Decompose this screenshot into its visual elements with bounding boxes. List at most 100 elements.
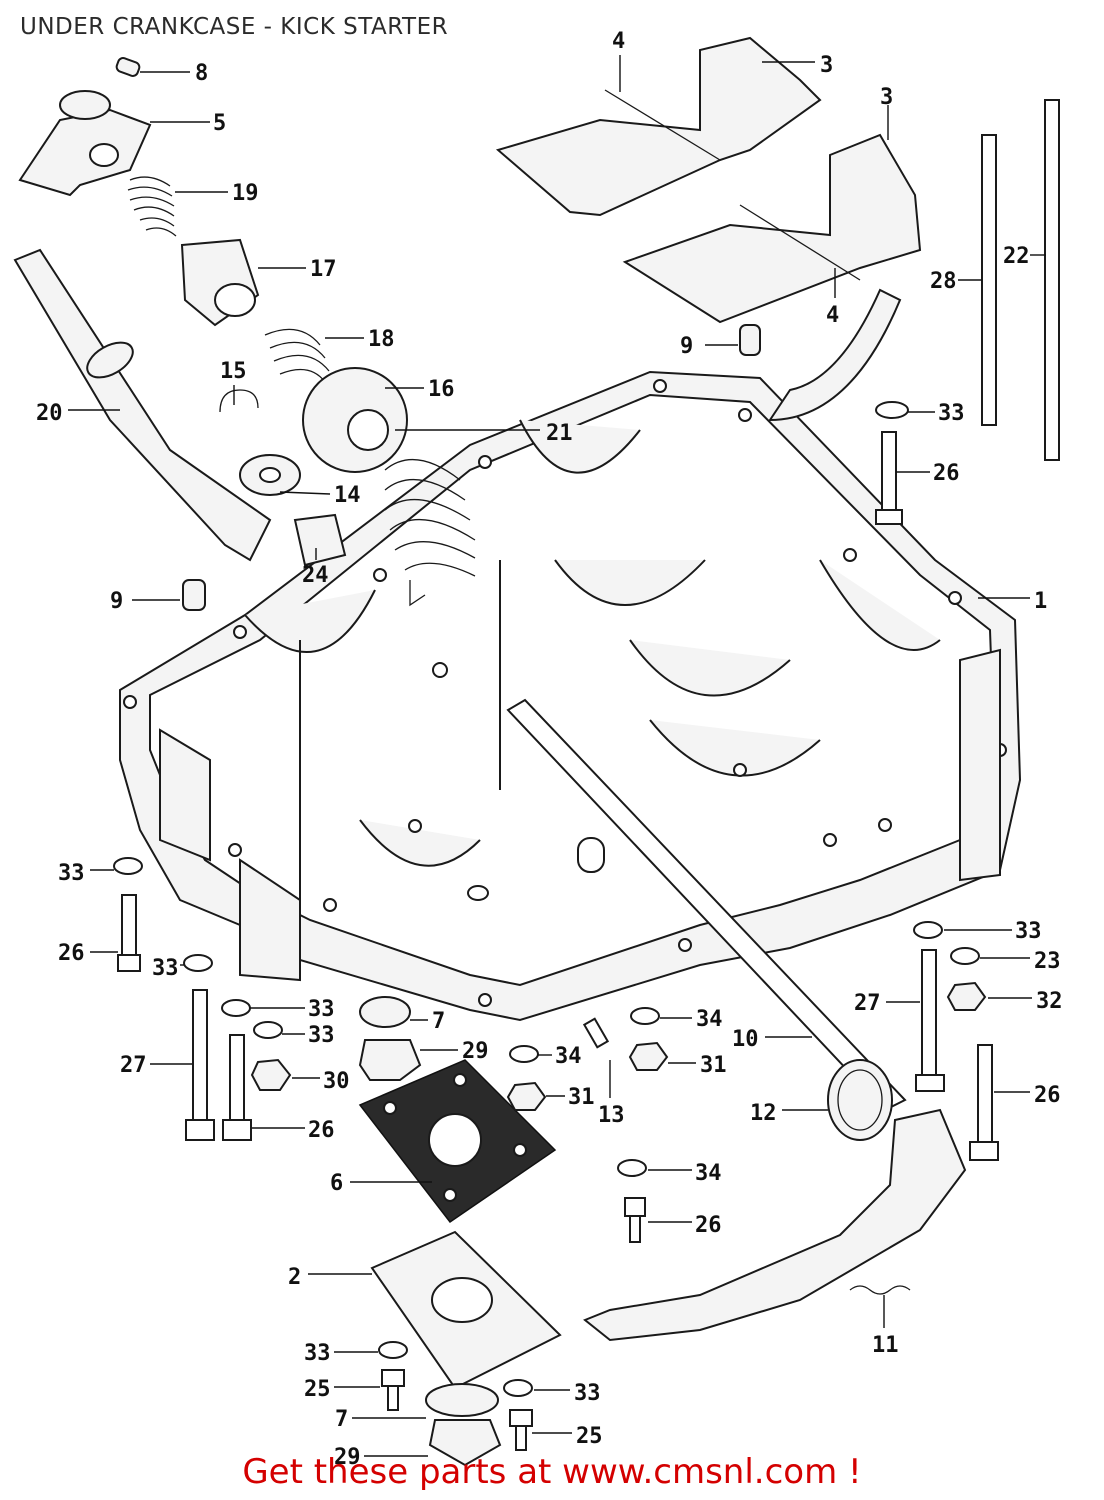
svg-text:29: 29 [462, 1039, 489, 1064]
callout-9-left: 9 [110, 589, 180, 614]
center-fasteners [467, 885, 669, 1111]
callout-33-right: 33 [944, 919, 1042, 944]
svg-text:7: 7 [432, 1009, 445, 1034]
svg-text:22: 22 [1003, 244, 1030, 269]
svg-text:34: 34 [696, 1007, 723, 1032]
kick-starter-assembly [13, 57, 476, 611]
svg-text:27: 27 [120, 1053, 147, 1078]
svg-text:6: 6 [330, 1171, 343, 1196]
svg-text:34: 34 [555, 1044, 582, 1069]
callout-12: 12 [750, 1101, 828, 1126]
callout-33-bottom-right: 33 [534, 1381, 601, 1406]
callout-10: 10 [732, 1027, 812, 1052]
callout-26-left: 26 [58, 941, 118, 966]
callout-14: 14 [279, 483, 361, 508]
svg-text:10: 10 [732, 1027, 759, 1052]
callout-labels: 8 5 19 17 18 16 15 20 14 21 24 9 4 3 3 4… [36, 29, 1063, 1470]
svg-text:20: 20 [36, 401, 63, 426]
svg-text:24: 24 [302, 563, 329, 588]
svg-text:29: 29 [334, 1445, 361, 1470]
parts-shop-link[interactable]: Get these parts at www.cmsnl.com ! [242, 1452, 862, 1492]
svg-text:3: 3 [880, 85, 893, 110]
svg-text:26: 26 [58, 941, 85, 966]
callout-33-right-top: 33 [908, 401, 965, 426]
svg-text:33: 33 [304, 1341, 331, 1366]
svg-text:14: 14 [334, 483, 361, 508]
lower-right-fasteners [617, 921, 999, 1243]
callout-27-left: 27 [120, 1053, 192, 1078]
oil-separator-plates [495, 36, 922, 422]
svg-text:7: 7 [335, 1407, 348, 1432]
bottom-cover-assembly [370, 1230, 562, 1467]
svg-text:23: 23 [1034, 949, 1061, 974]
callout-33-left-2: 33 [152, 956, 184, 981]
svg-text:28: 28 [930, 269, 957, 294]
callout-15: 15 [220, 359, 247, 405]
svg-text:27: 27 [854, 991, 881, 1016]
svg-text:18: 18 [368, 327, 395, 352]
svg-text:1: 1 [1034, 589, 1047, 614]
callout-33-left: 33 [58, 861, 114, 886]
svg-text:19: 19 [232, 181, 259, 206]
svg-text:5: 5 [213, 111, 226, 136]
svg-text:33: 33 [574, 1381, 601, 1406]
svg-text:26: 26 [695, 1213, 722, 1238]
svg-text:31: 31 [568, 1085, 595, 1110]
svg-text:25: 25 [304, 1377, 331, 1402]
lower-left-fasteners [113, 857, 292, 1141]
svg-text:3: 3 [820, 53, 833, 78]
callout-32: 32 [988, 989, 1063, 1014]
callout-4-second: 4 [826, 268, 839, 328]
callout-33-mid-2: 33 [282, 1023, 335, 1048]
callout-16: 16 [385, 377, 455, 402]
callout-33-bottom-left: 33 [304, 1341, 378, 1366]
callout-29-bottom: 29 [334, 1445, 428, 1470]
callout-26-right: 26 [994, 1083, 1061, 1108]
callout-26-right-top: 26 [896, 461, 960, 486]
svg-text:2: 2 [288, 1265, 301, 1290]
callout-31-center: 31 [546, 1085, 595, 1110]
svg-text:9: 9 [680, 334, 693, 359]
svg-text:30: 30 [323, 1069, 350, 1094]
svg-text:26: 26 [308, 1118, 335, 1143]
svg-text:26: 26 [1034, 1083, 1061, 1108]
callout-11: 11 [872, 1295, 899, 1358]
svg-text:16: 16 [428, 377, 455, 402]
svg-text:11: 11 [872, 1333, 899, 1358]
callout-28: 28 [930, 269, 982, 294]
callout-34-center: 34 [538, 1044, 582, 1069]
callout-25-right: 25 [532, 1424, 603, 1449]
svg-text:17: 17 [310, 257, 337, 282]
callout-1: 1 [978, 589, 1047, 614]
svg-text:26: 26 [933, 461, 960, 486]
callout-22: 22 [1003, 244, 1046, 269]
svg-text:13: 13 [598, 1103, 625, 1128]
callout-5: 5 [150, 111, 226, 136]
kick-shaft-and-lever [506, 698, 967, 1342]
callout-7-top: 7 [410, 1009, 445, 1034]
crankcase-studs [875, 99, 1060, 525]
callout-24: 24 [302, 548, 329, 588]
callout-9-right: 9 [680, 334, 738, 359]
svg-text:33: 33 [938, 401, 965, 426]
svg-text:21: 21 [546, 421, 573, 446]
svg-text:4: 4 [612, 29, 625, 54]
callout-21: 21 [395, 421, 573, 446]
callout-3-top: 3 [762, 53, 833, 78]
svg-text:33: 33 [152, 956, 179, 981]
svg-text:12: 12 [750, 1101, 777, 1126]
callout-31-right: 31 [668, 1053, 727, 1078]
svg-text:32: 32 [1036, 989, 1063, 1014]
callout-7-bottom: 7 [335, 1407, 426, 1432]
lower-crankcase [119, 370, 1022, 1022]
callout-2: 2 [288, 1265, 372, 1290]
callout-23: 23 [980, 949, 1061, 974]
callout-19: 19 [175, 181, 259, 206]
svg-text:33: 33 [308, 997, 335, 1022]
diagram-title: UNDER CRANKCASE - KICK STARTER [20, 14, 449, 40]
callout-4-top: 4 [612, 29, 625, 92]
svg-text:4: 4 [826, 303, 839, 328]
svg-text:25: 25 [576, 1424, 603, 1449]
svg-text:8: 8 [195, 61, 208, 86]
callout-34-right: 34 [660, 1007, 723, 1032]
